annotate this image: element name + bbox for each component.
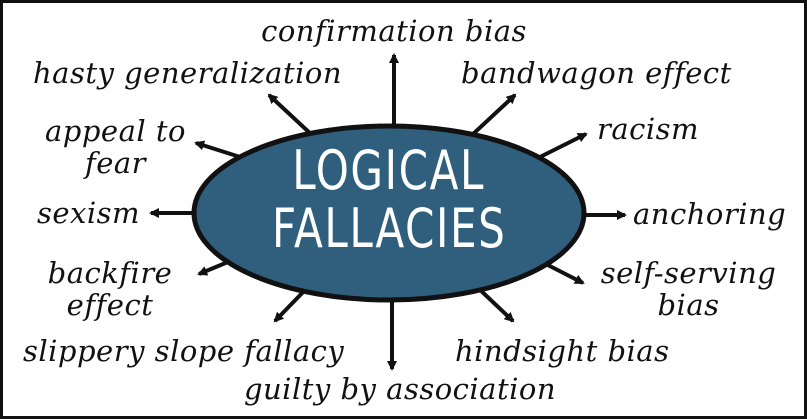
label-sexism: sexism — [37, 196, 141, 230]
label-confirmation-bias: confirmation bias — [261, 14, 527, 48]
label-self-serving-bias-line-1: self-serving — [600, 256, 777, 290]
label-racism: racism — [597, 112, 700, 146]
arrow-racism — [539, 132, 588, 159]
central-ellipse — [191, 123, 587, 303]
label-appeal-to-fear-line-1: appeal to — [45, 114, 186, 148]
label-backfire-effect-line-1: backfire — [47, 256, 173, 290]
arrow-appeal-to-fear — [194, 140, 241, 159]
label-slippery-slope-fallacy: slippery slope fallacy — [23, 334, 345, 368]
label-bandwagon-effect: bandwagon effect — [461, 56, 732, 90]
label-hasty-generalization: hasty generalization — [33, 56, 343, 90]
arrow-hindsight-bias — [475, 285, 515, 323]
label-anchoring: anchoring — [633, 197, 787, 231]
arrow-hasty-generalization — [267, 93, 314, 137]
label-backfire-effect-line-2: effect — [66, 288, 154, 322]
label-appeal-to-fear-line-2: fear — [84, 146, 147, 180]
arrows-layer — [149, 53, 627, 371]
label-self-serving-bias-line-2: bias — [657, 288, 720, 322]
label-guilty-by-association: guilty by association — [243, 372, 557, 406]
label-hindsight-bias: hindsight bias — [455, 334, 670, 368]
arrow-bandwagon-effect — [470, 93, 517, 137]
